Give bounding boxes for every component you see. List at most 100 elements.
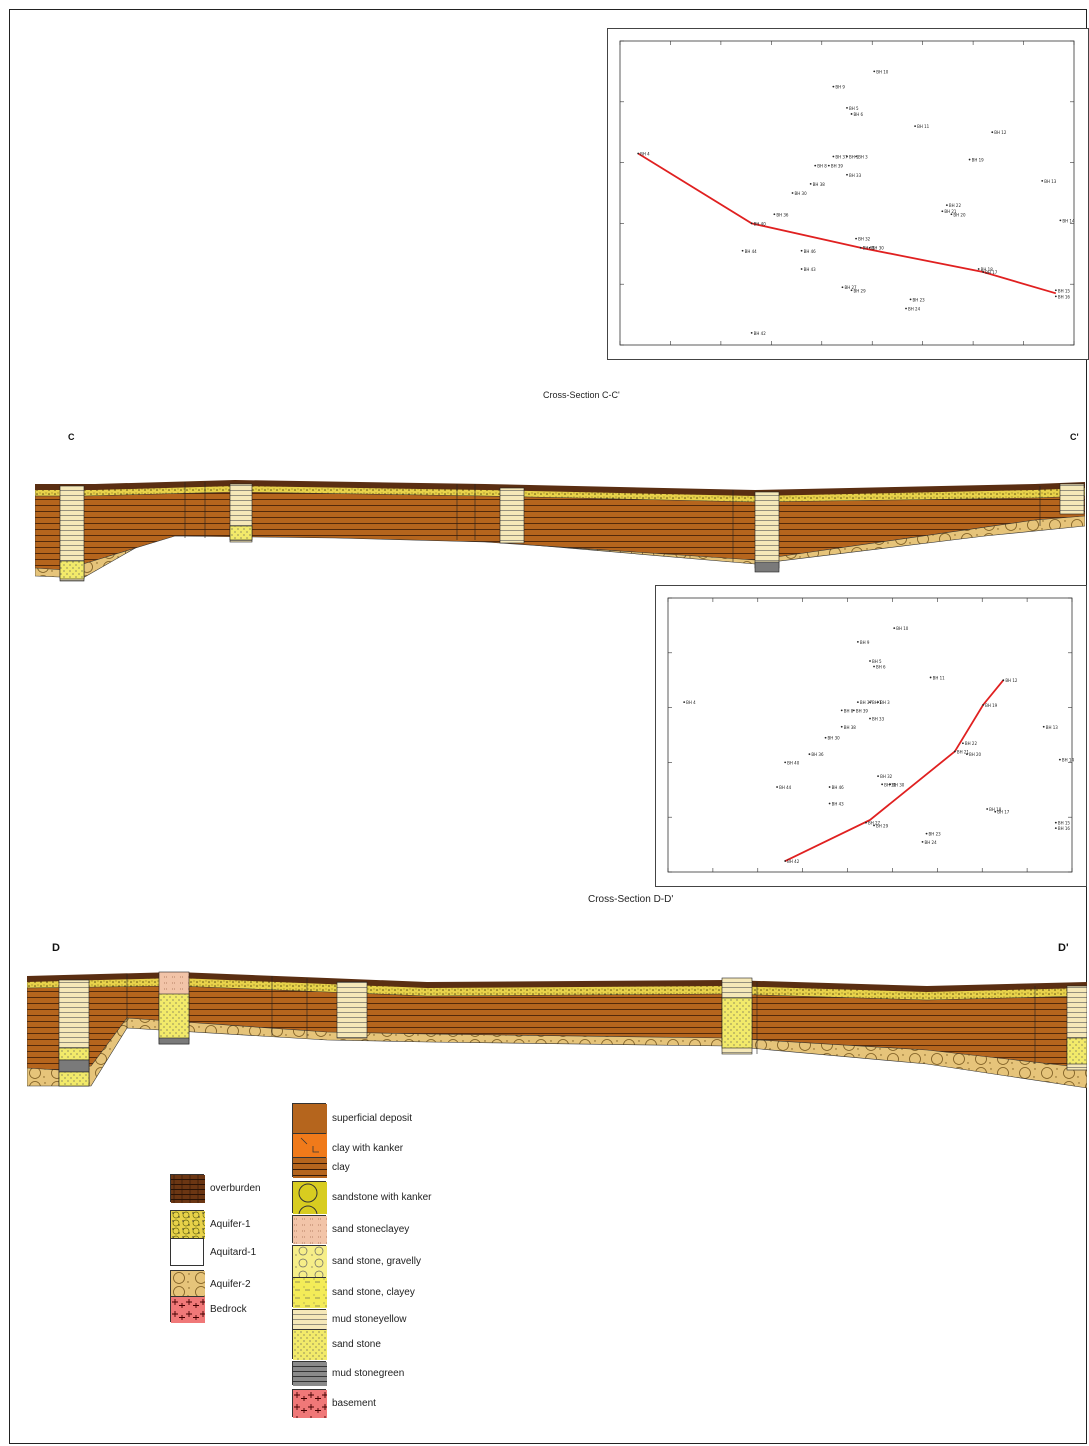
borehole-label: BH 32 (858, 237, 871, 242)
borehole-point (809, 182, 812, 185)
section-c-left-label: C (68, 432, 75, 442)
legend-item-sskanker: sandstone with kanker (292, 1181, 432, 1214)
borehole-point (893, 627, 896, 630)
borehole-label: BH 27 (844, 285, 857, 290)
borehole-point (750, 222, 753, 225)
borehole-point (846, 173, 848, 176)
section-c-title: Cross-Section C-C' (543, 390, 620, 400)
legend-label: sand stone, gravelly (332, 1255, 421, 1267)
legend-item-mudyellow: mud stoneyellow (292, 1309, 406, 1330)
borehole-label: BH 30 (872, 246, 885, 251)
borehole-label: BH 17 (997, 810, 1010, 815)
borehole-label: BH 11 (933, 675, 946, 680)
borehole-point (877, 701, 879, 704)
legend-item-clay: clay (292, 1157, 350, 1178)
legend-swatch (292, 1389, 327, 1418)
borehole-point (1041, 179, 1044, 182)
borehole-label: BH 6 (876, 665, 886, 670)
legend-item-ssclayey: sand stone, clayey (292, 1277, 415, 1308)
legend-label: clay with kanker (332, 1142, 404, 1154)
borehole-point (950, 213, 953, 216)
borehole-point (828, 802, 831, 805)
borehole-point (850, 113, 853, 115)
borehole-label: BH 19 (972, 158, 985, 163)
borehole-label: BH 30 (828, 736, 841, 741)
legend-label: sandstone with kanker (332, 1191, 432, 1203)
legend-label: sand stone, clayey (332, 1286, 415, 1298)
borehole-label: BH 1 (872, 700, 882, 705)
borehole-point (929, 676, 932, 679)
borehole-point (850, 289, 853, 292)
borehole-point (977, 268, 980, 270)
borehole-point (784, 761, 787, 764)
legend-label: Aquifer-1 (210, 1218, 251, 1230)
borehole-label: BH 13 (1044, 179, 1057, 184)
borehole-point (856, 640, 859, 643)
legend-label: Aquifer-2 (210, 1278, 251, 1290)
borehole-label: BH 16 (1058, 294, 1071, 299)
borehole-point (773, 213, 776, 216)
borehole-point (869, 717, 871, 720)
borehole-point (881, 783, 884, 786)
borehole-label: BH 17 (985, 270, 998, 275)
borehole-label: BH 40 (787, 760, 800, 765)
legend-swatch (292, 1245, 327, 1278)
section-line (784, 679, 1005, 862)
legend-swatch (170, 1210, 205, 1239)
borehole-label: BH 38 (844, 725, 857, 730)
borehole-point (962, 742, 964, 745)
borehole-point (814, 164, 817, 167)
borehole-label: BH 22 (965, 741, 978, 746)
borehole-label: BH 12 (1005, 678, 1018, 683)
legend-label: sand stone (332, 1338, 381, 1350)
borehole-label: BH 12 (994, 130, 1007, 135)
borehole-point (869, 660, 871, 662)
borehole-label: BH 33 (872, 717, 885, 722)
legend-item-mudgreen: mud stonegreen (292, 1361, 404, 1386)
borehole-point (909, 298, 912, 301)
borehole-point (991, 131, 994, 134)
borehole-label: BH 37 (835, 155, 848, 160)
borehole-columns-d (58, 971, 1087, 1087)
borehole-label: BH 11 (917, 124, 930, 129)
borehole-point (1059, 219, 1062, 222)
borehole-point (846, 106, 848, 109)
borehole-point (846, 155, 848, 158)
borehole-point (953, 750, 956, 753)
borehole-label: BH 16 (1058, 826, 1071, 831)
borehole-point (750, 331, 753, 334)
borehole-label: BH 5 (849, 106, 859, 111)
legend-item-sandstone: sand stone (292, 1329, 381, 1360)
borehole-label: BH 19 (985, 703, 998, 708)
borehole-label: BH 42 (787, 859, 800, 864)
borehole-label: BH 23 (913, 297, 926, 302)
borehole-label: BH 22 (949, 203, 962, 208)
borehole-label: BH 38 (813, 182, 826, 187)
borehole-point (1058, 758, 1061, 761)
legend-swatch (292, 1277, 327, 1308)
legend-item-basement: basement (292, 1389, 376, 1418)
borehole-point (945, 204, 948, 207)
borehole-label: BH 15 (1058, 821, 1071, 826)
borehole-point (966, 753, 968, 756)
borehole-label: BH 39 (831, 164, 844, 169)
borehole-point (905, 307, 907, 310)
borehole-point (800, 249, 803, 252)
borehole-point (921, 840, 924, 843)
overburden-cap (35, 480, 1085, 496)
borehole-point (840, 709, 843, 712)
legend-label: clay (332, 1161, 350, 1173)
borehole-point (841, 286, 844, 289)
legend-swatch (292, 1215, 327, 1244)
borehole-point (832, 155, 835, 158)
borehole-point (1054, 295, 1057, 298)
borehole-point (873, 70, 876, 73)
borehole-point (637, 152, 640, 155)
borehole-label: BH 24 (908, 307, 921, 312)
section-d-left-label: D (52, 942, 60, 954)
legend-label: Bedrock (210, 1303, 247, 1315)
legend-item-overburden: overburden (170, 1174, 261, 1203)
borehole-point (1002, 679, 1005, 682)
borehole-label: BH 46 (832, 785, 845, 790)
